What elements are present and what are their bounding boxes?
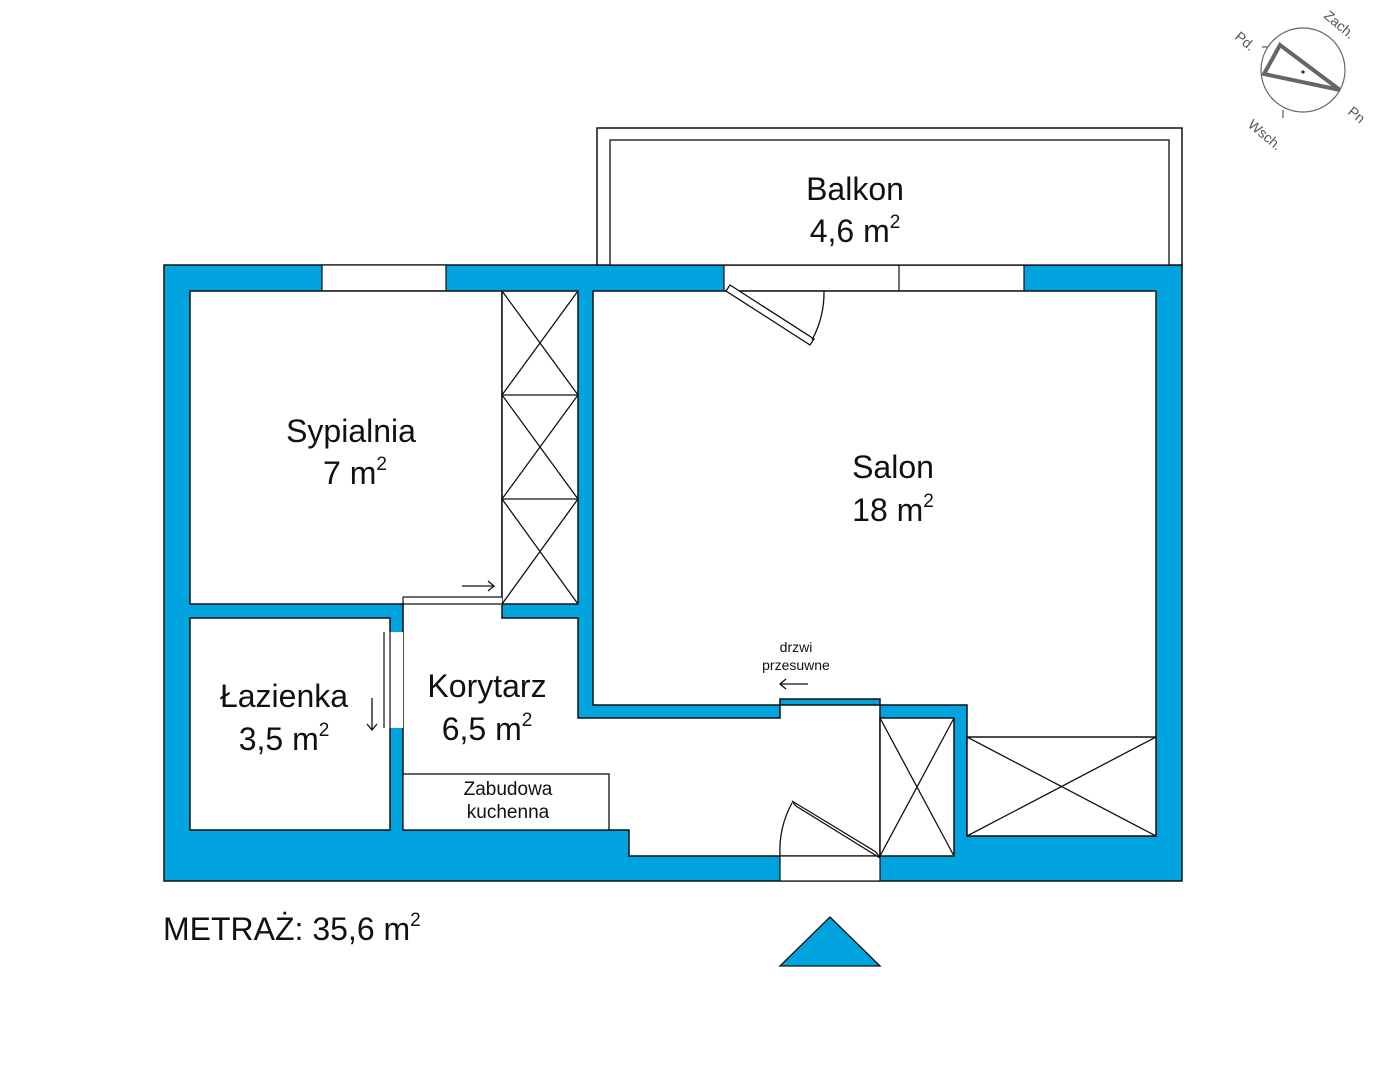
kitchen-counter [402,773,610,831]
room-area-balkon: 4,6 m2 [810,212,901,249]
balcony-door [725,284,825,346]
compass-icon: Pn Pd. Wsch. Zach. [1232,7,1368,153]
total-area: METRAŻ: 35,6 m2 [163,910,421,947]
window-salon [723,264,1025,292]
room-sypialnia [189,290,503,605]
room-lazienka [189,617,391,831]
kitchen-label-line1: Zabudowa [464,779,553,800]
entrance-marker-icon [778,916,882,967]
balcony-inner [609,139,1170,266]
kitchen-label-line2: kuchenna [467,802,550,823]
room-name-balkon: Balkon [806,171,904,207]
room-area-korytarz: 6,5 m2 [442,710,533,747]
arrow-icon [366,580,808,732]
room-name-lazienka: Łazienka [220,678,348,714]
compass-east: Wsch. [1245,116,1285,153]
room-area-salon: 18 m2 [852,491,934,528]
wardrobe-crosses [501,290,579,605]
room-name-salon: Salon [852,449,934,485]
window-bedroom [321,264,447,292]
compass-west: Zach. [1321,7,1358,42]
compass-south: Pd. [1232,28,1258,54]
sliding-door-label-line1: drzwi [780,639,813,655]
sliding-door-label-line2: przesuwne [762,657,830,673]
compass-north: Pn [1345,103,1368,126]
room-name-sypialnia: Sypialnia [286,413,416,449]
room-name-korytarz: Korytarz [427,668,546,704]
room-area-lazienka: 3,5 m2 [239,720,330,757]
entrance-door [779,800,881,859]
entrance-opening [779,855,881,882]
room-area-sypialnia: 7 m2 [323,454,387,491]
